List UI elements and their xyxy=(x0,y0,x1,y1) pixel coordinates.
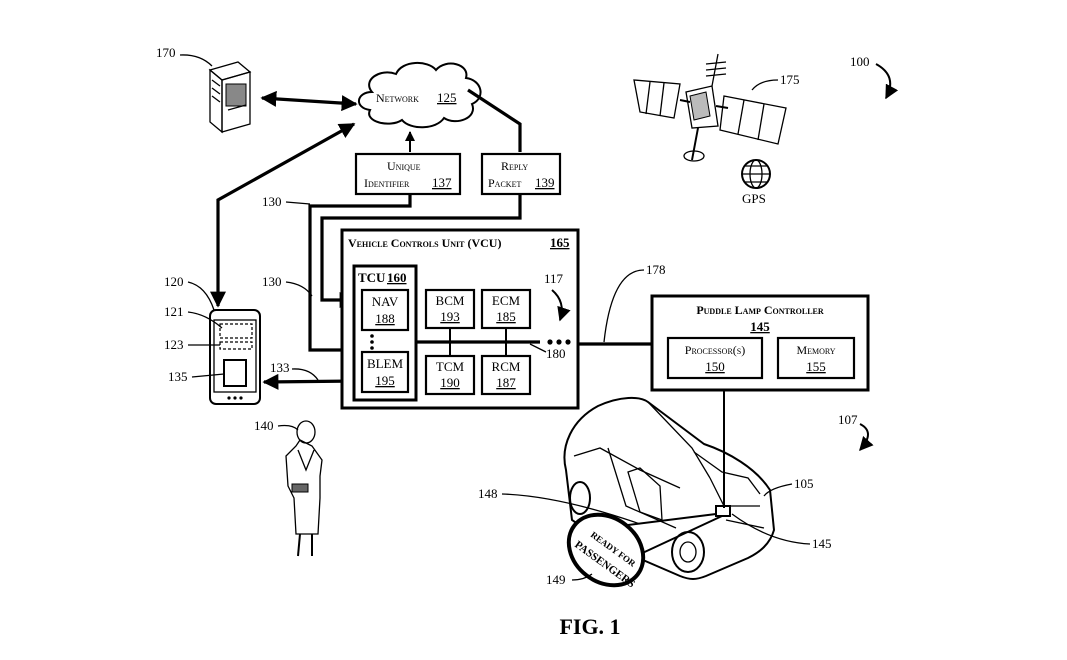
processor-num: 150 xyxy=(705,359,725,374)
leader-140 xyxy=(277,424,299,431)
leader-178 xyxy=(603,269,645,343)
leader-130b xyxy=(285,281,313,297)
processor-label: Processor(s) xyxy=(685,343,745,357)
leader-121 xyxy=(187,311,223,329)
ref-180: 180 xyxy=(546,346,566,361)
arrow-100 xyxy=(875,63,899,100)
tcu-label: TCU xyxy=(358,270,386,285)
ecm-num: 185 xyxy=(496,309,516,324)
bcm-box xyxy=(424,288,476,330)
nav-num: 188 xyxy=(375,311,395,326)
tcm-num: 190 xyxy=(440,375,460,390)
reply-line1: Reply xyxy=(501,159,528,173)
person-figure xyxy=(285,420,323,557)
unique-identifier-box xyxy=(354,152,462,196)
reply-line2: Packet xyxy=(488,176,521,190)
ref-130b: 130 xyxy=(262,274,282,289)
gps-label: GPS xyxy=(742,191,766,206)
leader-170 xyxy=(179,54,213,67)
ref-130a: 130 xyxy=(262,194,282,209)
leader-149 xyxy=(571,573,593,581)
ref-149: 149 xyxy=(546,572,566,587)
leader-120 xyxy=(187,281,215,311)
rcm-box xyxy=(480,354,532,396)
server-network-link xyxy=(260,90,358,112)
ref-120: 120 xyxy=(164,274,184,289)
plc-num: 145 xyxy=(750,319,770,334)
ref-117: 117 xyxy=(544,271,564,286)
ecm-box xyxy=(480,288,532,330)
uid-num: 137 xyxy=(432,175,452,190)
arrow-107 xyxy=(859,423,874,452)
vcu-label: Vehicle Controls Unit (VCU) xyxy=(348,236,501,250)
memory-label: Memory xyxy=(796,343,835,357)
reply-num: 139 xyxy=(535,175,555,190)
server-icon xyxy=(208,61,252,134)
blem-label: BLEM xyxy=(367,356,404,371)
uid-line2: Identifier xyxy=(364,176,410,190)
uid-line1: Unique xyxy=(387,159,421,173)
network-num: 125 xyxy=(437,90,457,105)
app-region-123 xyxy=(219,341,253,350)
rcm-label: RCM xyxy=(492,359,521,374)
ref-133: 133 xyxy=(270,360,290,375)
bcm-label: BCM xyxy=(436,293,465,308)
network-cloud xyxy=(358,62,482,129)
mobile-device xyxy=(209,309,261,405)
ref-148: 148 xyxy=(478,486,498,501)
bcm-num: 193 xyxy=(440,309,460,324)
leader-180 xyxy=(529,343,547,353)
ref-175: 175 xyxy=(780,72,800,87)
leader-175 xyxy=(751,79,779,91)
ref-123: 123 xyxy=(164,337,184,352)
rcm-num: 187 xyxy=(496,375,516,390)
leader-148 xyxy=(501,493,641,525)
memory-num: 155 xyxy=(806,359,826,374)
nav-label: NAV xyxy=(372,294,399,309)
ref-170: 170 xyxy=(156,45,176,60)
leader-133 xyxy=(291,368,319,381)
tcu-num: 160 xyxy=(387,270,407,285)
reply-to-tcu-line xyxy=(320,194,522,308)
blem-box xyxy=(360,350,410,394)
memory-box xyxy=(776,336,856,380)
ref-107: 107 xyxy=(838,412,858,427)
screen-button-135 xyxy=(223,359,247,387)
processor-box xyxy=(666,336,764,380)
vcu-num: 165 xyxy=(550,235,570,250)
ref-105: 105 xyxy=(794,476,814,491)
uid-to-tcu-line xyxy=(308,194,412,352)
phone-network-link xyxy=(210,122,356,308)
plc-label: Puddle Lamp Controller xyxy=(696,303,824,317)
tcm-box xyxy=(424,354,476,396)
leader-145 xyxy=(731,513,811,545)
ecm-label: ECM xyxy=(492,293,521,308)
network-label: Network xyxy=(376,91,419,105)
leader-105 xyxy=(763,483,793,497)
ref-178: 178 xyxy=(646,262,666,277)
leader-135 xyxy=(191,373,225,378)
leader-130a xyxy=(285,201,311,205)
ref-100: 100 xyxy=(850,54,870,69)
ref-140: 140 xyxy=(254,418,274,433)
satellite-icon xyxy=(633,53,787,162)
arrow-117 xyxy=(551,289,571,322)
network-reply-line xyxy=(467,88,522,152)
tcm-label: TCM xyxy=(436,359,465,374)
ref-121: 121 xyxy=(164,304,184,319)
ref-135: 135 xyxy=(168,369,188,384)
nav-box xyxy=(360,288,410,332)
app-region-121 xyxy=(219,323,253,339)
globe-icon xyxy=(741,159,771,189)
figure-caption: FIG. 1 xyxy=(559,614,620,639)
ref-145: 145 xyxy=(812,536,832,551)
projected-message xyxy=(566,512,646,588)
blem-num: 195 xyxy=(375,373,395,388)
